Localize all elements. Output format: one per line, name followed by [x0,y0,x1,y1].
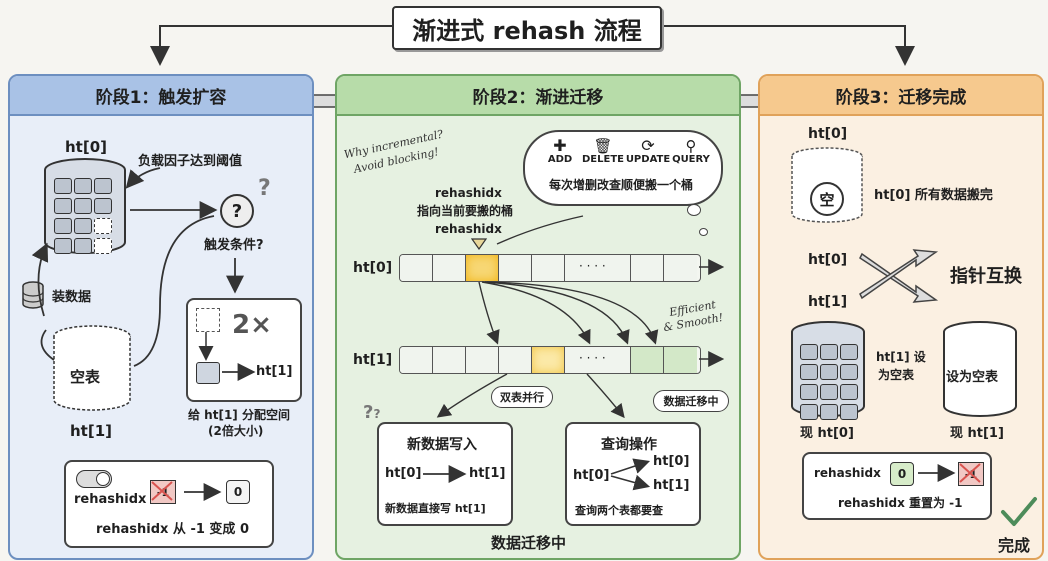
rehashidx-label: rehashidx [814,466,881,480]
done-label: 完成 [998,536,1031,555]
write-to: ht[1] [469,466,506,481]
stage2-footer: 数据迁移中 [491,534,567,552]
ht0-done-note: ht[0] 所有数据搬完 [874,188,993,203]
rehashidx-note: rehashidx 从 -1 变成 0 [96,522,249,537]
pointer-label-2: 指向当前要搬的桶 [417,204,514,218]
empty-table-label: 空表 [70,368,101,386]
question-mark-deco: ? [258,176,271,201]
question-marks-deco: ?? [363,402,381,423]
cloud-bubble [687,204,701,216]
new-value: 0 [226,480,250,504]
empty-ht1-cylinder [53,325,131,411]
reset-note: rehashidx 重置为 -1 [838,496,963,510]
query-box: 查询操作 ht[0] ht[0] ht[1] 查询两个表都要查 [565,422,701,526]
double-sign: 2× [232,310,272,340]
now-ht0-label: 现 ht[0] [800,426,854,441]
set-empty-label: 设为空表 [946,370,999,385]
trash-icon: 🗑 [593,137,613,155]
ht1-label: ht[1] [70,422,112,440]
load-data-label: 装数据 [52,290,92,305]
small-dashed-bucket [196,308,220,332]
ops-note: 每次增删改查顺便搬一个桶 [549,178,694,192]
stage2-arrows [436,215,725,419]
small-bucket [196,362,220,384]
ht1-empty-note-1: ht[1] 设 [876,350,926,364]
search-icon: ⚲ [685,137,697,155]
op-query: ⚲ QUERY [672,137,710,165]
swap-ht1-label: ht[1] [808,294,848,310]
question-icon: ? [220,194,254,228]
write-note: 新数据直接写 ht[1] [385,502,486,515]
checkmark-icon [1001,497,1037,526]
query-note: 查询两个表都要查 [575,504,663,517]
cloud-bubble [699,228,708,236]
ht0-label: ht[0] [808,126,848,142]
stage2-panel: 阶段2：渐进迁移 Why incremental? Avoid blocking… [335,74,741,560]
ht0-label: ht[0] [65,138,107,156]
trigger-label: 触发条件? [204,238,264,253]
swap-note: 指针互换 [950,266,1022,287]
stage3-header: 阶段3：迁移完成 [760,76,1042,116]
full-buckets-grid [800,344,858,420]
old-value: 0 [890,462,914,486]
query-to-ht0: ht[0] [653,454,690,469]
write-box: 新数据写入 ht[0] ht[1] 新数据直接写 ht[1] [377,422,513,526]
pointer-triangle-icon [471,238,487,250]
cross-icon [151,481,173,501]
write-from: ht[0] [385,466,422,481]
swap-ht0-label: ht[0] [808,252,848,268]
query-to-ht1: ht[1] [653,478,690,493]
ht0-bucket-row: · · · · [399,254,701,282]
empty-cylinder [943,321,1017,417]
op-delete: 🗑 DELETE [582,137,624,165]
rehashidx-label: rehashidx [74,492,147,507]
now-ht1-label: 现 ht[1] [950,426,1004,441]
page-title: 渐进式 rehash 流程 [392,6,662,50]
alloc-note-2: (2倍大小) [208,424,264,438]
pointer-label-1: rehashidx [435,186,502,200]
op-update: ⟳ UPDATE [625,136,671,166]
stage1-arrows [31,167,244,367]
ht0-buckets-grid [54,178,112,254]
swap-arrows-icon [859,249,939,303]
op-add: ✚ ADD [547,136,573,166]
parallel-badge: 双表并行 [491,386,553,408]
empty-circle-icon: 空 [810,182,844,216]
query-title: 查询操作 [601,437,657,453]
ht0-row-label: ht[0] [353,260,393,276]
ht1-bucket-row: · · · · [399,346,701,374]
pointer-label-3: rehashidx [435,222,502,236]
stage1-panel: 阶段1：触发扩容 ht[0] 负载因子达到阈值 ? ? 触发条件? 装数据 空表… [8,74,314,560]
cross-icon [959,463,981,483]
write-title: 新数据写入 [407,437,477,453]
query-from: ht[0] [573,468,610,483]
ht1-empty-note-2: 为空表 [878,368,915,382]
rehashidx-reset-box: rehashidx 0 -1 rehashidx 重置为 -1 [802,452,992,520]
stage2-header: 阶段2：渐进迁移 [337,76,739,116]
plus-icon: ✚ [553,136,567,155]
ht1-target-label: ht[1] [256,364,293,379]
alloc-note-1: 给 ht[1] 分配空间 [188,408,290,422]
rehashidx-box: rehashidx -1 0 rehashidx 从 -1 变成 0 [64,460,274,548]
load-factor-label: 负载因子达到阈值 [138,154,243,169]
stage3-panel: 阶段3：迁移完成 ht[0] 空 ht[0] 所有数据搬完 ht[0] ht[1… [758,74,1044,560]
stage1-header: 阶段1：触发扩容 [10,76,312,116]
ht1-row-label: ht[1] [353,352,393,368]
allocate-box: 2× ht[1] [186,298,302,402]
operations-cloud [523,130,723,206]
migrating-badge: 数据迁移中 [653,390,729,412]
toggle-icon [76,470,112,488]
refresh-icon: ⟳ [641,136,655,155]
